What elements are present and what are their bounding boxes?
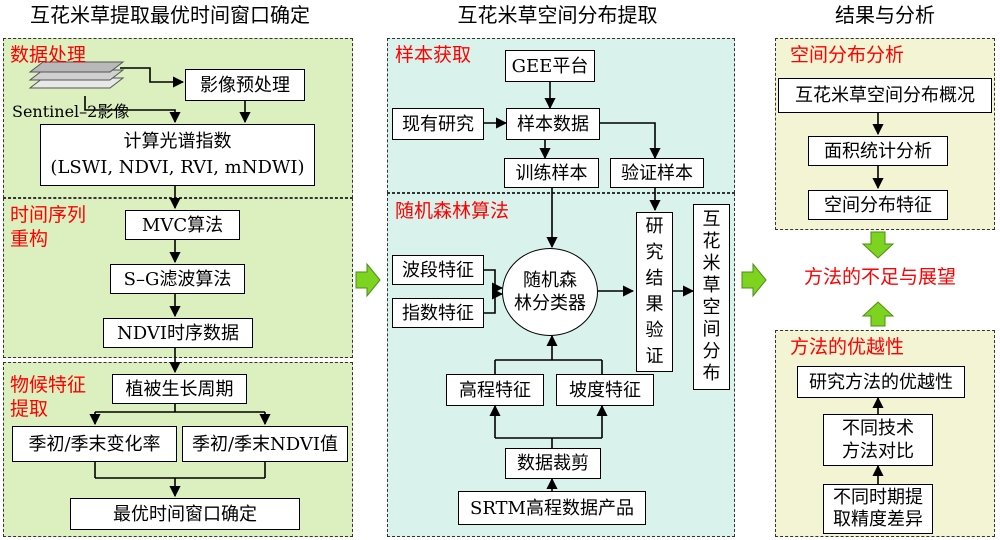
sentinel-label: Sentinel–2影像	[12, 102, 130, 121]
big-arrow-left-to-middle	[355, 262, 381, 298]
accuracy-line2: 取精度差异	[833, 509, 923, 530]
node-change-rate: 季初/季末变化率	[12, 426, 177, 462]
distribution-char: 互	[702, 209, 721, 230]
section-title-spatial: 空间分布分析	[790, 44, 905, 66]
section-title-phenology-line1: 物候特征	[10, 374, 87, 396]
section-title-data-processing: 数据处理	[10, 44, 87, 66]
distribution-char: 布	[702, 363, 721, 384]
verify-char: 究	[645, 242, 664, 263]
node-slope-feature: 坡度特征	[556, 374, 654, 406]
distribution-char: 花	[702, 231, 721, 252]
section-title-sample: 样本获取	[395, 44, 472, 66]
node-band-feature: 波段特征	[392, 255, 484, 285]
distribution-char: 间	[702, 319, 721, 340]
node-srtm: SRTM高程数据产品	[458, 491, 646, 525]
node-method-superiority: 研究方法的优越性	[797, 366, 965, 398]
outlook-label: 方法的不足与展望	[803, 266, 956, 288]
section-title-phenology-line2: 提取	[10, 398, 49, 420]
distribution-char: 米	[702, 253, 721, 274]
node-data-clip: 数据裁剪	[505, 448, 601, 479]
node-result-verification: 研 究 结 果 验 证	[636, 212, 673, 372]
section-title-forest: 随机森林算法	[395, 200, 510, 222]
verify-char: 研	[645, 216, 664, 237]
big-arrow-middle-to-right	[741, 262, 767, 298]
node-area-statistics: 面积统计分析	[808, 136, 948, 166]
node-existing-research: 现有研究	[392, 108, 484, 140]
verify-char: 结	[645, 268, 664, 289]
node-accuracy-difference: 不同时期提 取精度差异	[823, 484, 933, 534]
accuracy-line1: 不同时期提	[833, 487, 923, 508]
node-sg-filter: S–G滤波算法	[110, 264, 245, 294]
comparison-line2: 方法对比	[842, 441, 914, 462]
section-title-reconstruction-line1: 时间序列	[10, 204, 87, 226]
header-left: 互花米草提取最优时间窗口确定	[30, 3, 310, 27]
distribution-char: 分	[702, 341, 721, 362]
node-distribution-feature: 空间分布特征	[808, 190, 948, 220]
node-mvc: MVC算法	[125, 210, 240, 240]
node-distribution-overview: 互花米草空间分布概况	[778, 78, 992, 113]
node-sample-data: 样本数据	[506, 108, 600, 140]
panel-forest	[387, 193, 735, 537]
spectral-index-line2: (LSWI, NDVI, RVI, mNDWI)	[50, 157, 305, 178]
verify-char: 果	[645, 294, 664, 315]
node-optimal-window: 最优时间窗口确定	[70, 498, 300, 530]
section-title-reconstruction-line2: 重构	[10, 228, 49, 250]
node-growth-cycle: 植被生长周期	[112, 374, 247, 404]
node-rf-classifier: 随机森 林分类器	[502, 248, 598, 336]
distribution-char: 草	[702, 275, 721, 296]
node-preprocess: 影像预处理	[185, 69, 305, 101]
comparison-line1: 不同技术	[842, 418, 914, 439]
rf-classifier-line2: 林分类器	[514, 293, 586, 314]
header-right: 结果与分析	[835, 3, 935, 27]
node-index-feature: 指数特征	[392, 298, 484, 328]
node-ndvi-value: 季初/季末NDVI值	[182, 426, 348, 462]
rf-classifier-line1: 随机森	[523, 270, 577, 291]
spectral-index-line1: 计算光谱指数	[123, 131, 232, 152]
node-spectral-index: 计算光谱指数 (LSWI, NDVI, RVI, mNDWI)	[40, 124, 315, 186]
node-elevation-feature: 高程特征	[446, 374, 544, 406]
node-gee: GEE平台	[505, 50, 595, 82]
verify-char: 证	[645, 346, 664, 367]
node-method-comparison: 不同技术 方法对比	[823, 414, 933, 466]
node-validation-sample: 验证样本	[610, 158, 704, 188]
big-arrow-up-to-outlook	[861, 301, 895, 327]
node-spatial-distribution: 互 花 米 草 空 间 分 布	[693, 204, 730, 390]
big-arrow-down-to-outlook	[861, 231, 895, 259]
verify-char: 验	[645, 320, 664, 341]
header-middle: 互花米草空间分布提取	[457, 3, 658, 27]
distribution-char: 空	[702, 297, 721, 318]
node-ndvi-series: NDVI时序数据	[103, 318, 253, 348]
node-training-sample: 训练样本	[504, 158, 599, 188]
section-title-superiority: 方法的优越性	[790, 336, 905, 358]
